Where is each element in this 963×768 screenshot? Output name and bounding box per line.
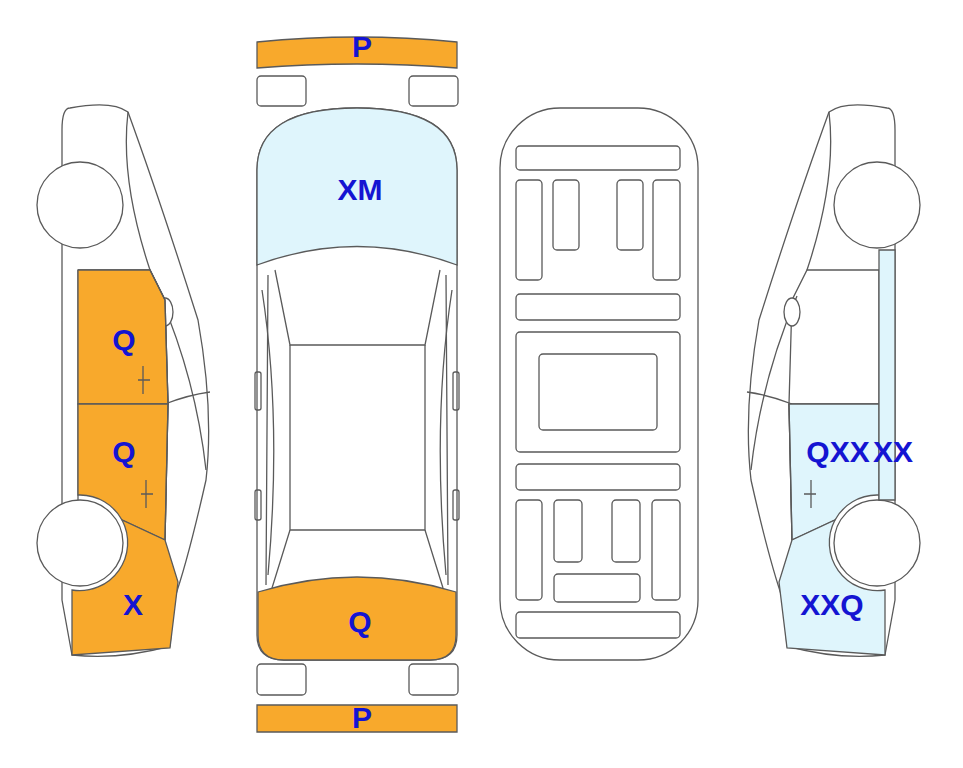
rear-door-panel: QXX <box>785 400 885 545</box>
left-side-view <box>37 105 210 657</box>
damage-code: Q <box>112 325 135 355</box>
right-side-view <box>747 105 920 657</box>
front-door-panel: Q <box>60 266 172 408</box>
rear-door-panel: Q <box>60 400 172 545</box>
panel-fill <box>789 404 879 540</box>
damage-code: P <box>352 703 372 733</box>
panel-detail <box>789 404 816 540</box>
rear-fender-panel: X <box>64 512 182 660</box>
underbody-view <box>500 108 698 660</box>
rear-bumper: P <box>255 702 460 734</box>
panel-fill <box>72 520 178 655</box>
panel-fill <box>257 108 457 265</box>
panel-fill <box>78 404 168 540</box>
top-view <box>255 76 459 695</box>
panel-shape <box>785 400 885 545</box>
damage-code: XM <box>338 175 383 205</box>
damage-code: Q <box>348 607 371 637</box>
damage-code: X <box>123 590 143 620</box>
damage-code: Q <box>112 437 135 467</box>
trunk-panel: Q <box>255 556 460 662</box>
panel-fill <box>258 577 456 660</box>
damage-code: QXX <box>806 437 869 467</box>
panel-shape <box>60 400 172 545</box>
damage-code: P <box>352 32 372 62</box>
panel-shape <box>775 512 893 660</box>
pillar-panel: XX <box>877 246 897 504</box>
panel-detail <box>141 404 168 540</box>
panel-fill <box>779 520 885 655</box>
panel-detail <box>138 270 168 404</box>
panel-fill <box>78 270 168 404</box>
hood-panel: XM <box>255 106 460 268</box>
damage-code: XX <box>873 437 913 467</box>
panel-shape <box>64 512 182 660</box>
damage-code: XXQ <box>800 590 863 620</box>
rear-fender-panel: XXQ <box>775 512 893 660</box>
front-bumper: P <box>255 30 460 74</box>
